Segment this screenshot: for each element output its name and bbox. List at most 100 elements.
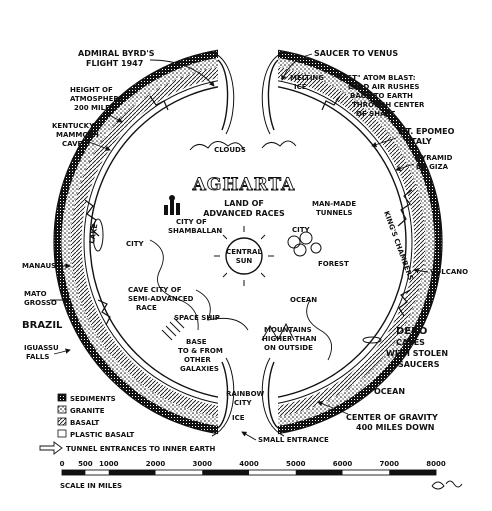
city-left-label: CITY [126,240,145,248]
inner-world [92,140,382,361]
melting-ice-label-2: ICE [294,83,307,91]
cave-city-label-3: RACE [136,304,157,312]
scale-block [295,470,343,475]
legend-swatch-basalt [57,417,67,426]
mato-grosso-label-2: GROSSO [24,299,57,307]
admiral-byrd-label: ADMIRAL BYRD'S [78,49,155,58]
cave-city-label-1: CAVE CITY OF [128,286,182,294]
rainbow-city-label-2: CITY [234,399,253,407]
manaus-label: MANAUS [22,262,56,270]
artist-signature [431,480,463,490]
shamballan-city-icon [164,195,180,215]
legend: SEDIMENTS GRANITE BASALT PLASTIC BASALT … [39,393,215,455]
scale-block [108,470,156,475]
ocean-outer-label: OCEAN [374,387,405,396]
scale-tick-label: 6000 [333,460,353,468]
earth-shell [53,38,443,442]
ocean-inner-label: OCEAN [290,296,317,304]
central-sun-label-1: CENTRAL [226,248,262,256]
scale-tick-label: 0 [60,460,65,468]
epomeo-label-1: MT. EPOMEO [398,127,455,136]
scale-tick-label: 2000 [146,460,166,468]
mountains-label-3: ON OUTSIDE [264,344,313,352]
space-ship-label-4: OTHER [184,356,211,364]
dero-caves-label-3: WITH STOLEN [386,349,448,358]
scale-tick-label: 5000 [286,460,306,468]
legend-tunnel-label: TUNNEL ENTRANCES TO INNER EARTH [66,445,215,453]
dero-caves-label-4: SAUCERS [398,360,440,369]
man-made-tunnels-label-1: MAN-MADE [312,200,356,208]
scale-block [202,470,249,475]
admiral-byrd-label-2: FLIGHT 1947 [86,59,143,68]
subtitle-line-2: ADVANCED RACES [203,209,285,218]
scale-block [389,470,436,475]
rainbow-city-label-1: RAINBOW [226,390,265,398]
central-sun [214,226,274,286]
space-ship-label-5: GALAXIES [180,365,219,373]
small-entrance-label: SMALL ENTRANCE [258,436,329,444]
volcano-label: VOLCANO [430,268,468,276]
shell-tunnels [84,95,413,326]
legend-basalt-label: BASALT [70,419,100,427]
legend-swatch-sediments [57,393,67,402]
scale-tick-label: 1000 [99,460,119,468]
legend-swatch-plastic-basalt [57,429,67,438]
space-ship-label-2: BASE [186,338,207,346]
kings-chambers-label: KING'S CHAMBERS [382,210,415,282]
space-ship-label-3: TO & FROM [178,347,223,355]
space-ship-base-icon [161,317,185,341]
kentucky-label-3: CAVE [62,140,82,148]
height-atmosphere-label-1: HEIGHT OF [70,86,113,94]
subtitle-line-1: LAND OF [224,199,264,208]
scale-block [62,470,86,475]
center-gravity-label-1: CENTER OF GRAVITY [346,413,438,422]
atom-blast-label-2: COLD AIR RUSHES [348,83,419,91]
leader-lines [50,53,429,441]
space-ship-label-1: SPACE SHIP [174,314,220,322]
scale-tick-label: 4000 [239,460,259,468]
atom-blast-label-3: BACK TO EARTH [350,92,413,100]
iguassu-label-2: FALLS [26,353,49,361]
legend-tunnel-arrow-icon [39,441,63,455]
shamballan-label-1: CITY OF [176,218,207,226]
central-sun-label-2: SUN [236,257,253,265]
scale-tick-label: 500 [78,460,93,468]
saucer-to-venus-label: SAUCER TO VENUS [314,49,398,58]
atom-blast-label-5: OF SHAFT [356,110,395,118]
scale-tick-label: 8000 [426,460,446,468]
height-atmosphere-label-3: 200 MILES [74,104,115,112]
lake-label: LAKE [88,223,99,244]
mountains-label-2: HIGHER THAN [262,335,317,343]
dero-caves-label-2: CAVES [396,338,425,347]
diagram-title: AGHARTA [192,175,296,195]
pyramid-label-2: OF GIZA [416,163,449,171]
melting-ice-label-1: MELTING [290,74,324,82]
legend-sediments-label: SEDIMENTS [70,395,116,403]
forest-label: FOREST [318,260,349,268]
center-gravity-label-2: 400 MILES DOWN [356,423,435,432]
iguassu-label-1: IGUASSU [24,344,59,352]
forest-icon [287,231,322,257]
scale-caption: SCALE IN MILES [60,482,122,490]
legend-plastic-basalt-label: PLASTIC BASALT [70,431,135,439]
cave-city-label-2: SEMI-ADVANCED [128,295,194,303]
clouds-label: CLOUDS [214,146,246,154]
scale-bar: 0 500 1000 2000 3000 4000 5000 6000 7000 8000 SCA… [60,460,446,490]
epomeo-label-2: ITALY [408,137,432,146]
kentucky-label-2: MAMMOTH [56,131,99,139]
legend-swatch-granite [57,405,67,414]
scale-tick-label: 7000 [380,460,400,468]
pyramid-label-1: PYRAMID [416,154,453,162]
mato-grosso-label-1: MATO [24,290,47,298]
atom-blast-label-1: "TEST" ATOM BLAST: [334,74,416,82]
brazil-label: BRAZIL [22,320,63,331]
atom-blast-label-4: THROUGH CENTER [352,101,425,109]
ice-label: ICE [232,414,245,422]
scale-tick-label: 3000 [193,460,213,468]
dero-caves-label-1: DERO [396,326,427,337]
legend-granite-label: GRANITE [70,407,105,415]
shamballan-label-2: SHAMBALLAN [168,227,222,235]
man-made-tunnels-label-2: TUNNELS [316,209,352,217]
height-atmosphere-label-2: ATMOSPHERE [70,95,124,103]
